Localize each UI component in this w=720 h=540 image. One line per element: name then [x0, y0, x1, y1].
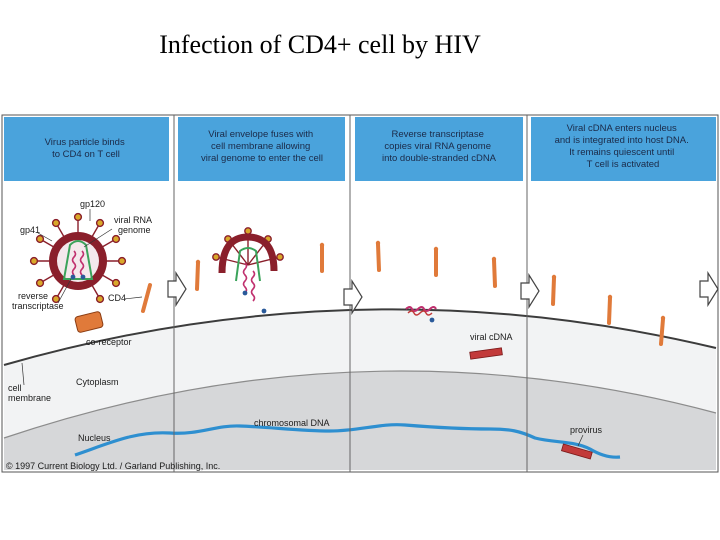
caption-box-1 [4, 117, 169, 181]
step-arrow-2 [343, 278, 363, 316]
caption-3: Reverse transcriptase copies viral RNA g… [382, 129, 497, 164]
provirus [560, 443, 593, 460]
fusion-rt-dot-2 [261, 308, 267, 314]
label-cd4: CD4 [108, 293, 126, 303]
label-viral-rna: viral RNA genome [114, 215, 154, 235]
label-provirus: provirus [570, 425, 603, 435]
fusing-virus [212, 227, 284, 314]
label-cell-membrane-line-1: cell [8, 383, 22, 393]
caption-box-4 [531, 117, 716, 181]
caption-4: Viral cDNA enters nucleus and is integra… [555, 123, 692, 170]
label-viral-rna-line-1: viral RNA [114, 215, 152, 225]
fusion-envelope [218, 233, 278, 274]
label-gp41: gp41 [20, 225, 40, 235]
virus-particle [29, 212, 127, 304]
caption-3-line-3: into double-stranded cDNA [382, 153, 497, 164]
step-arrow-3 [520, 272, 540, 310]
caption-2: Viral envelope fuses with cell membrane … [201, 129, 323, 164]
caption-boxes [4, 117, 716, 181]
caption-1-line-2: to CD4 on T cell [52, 149, 120, 160]
label-reverse-transcriptase-line-1: reverse [18, 291, 48, 301]
nuclear-envelope [3, 370, 717, 439]
fusion-rna-1 [242, 262, 248, 294]
chromosomal-dna [74, 423, 621, 459]
reverse-transcription [405, 306, 503, 360]
viral-rna-1 [71, 250, 77, 276]
viral-rna-2 [79, 250, 85, 276]
label-chromosomal-dna: chromosomal DNA [254, 418, 330, 428]
rna-cdna-hybrid [405, 306, 437, 312]
caption-4-line-4: T cell is activated [587, 159, 660, 170]
copyright-notice: © 1997 Current Biology Ltd. / Garland Pu… [6, 461, 220, 471]
caption-box-3 [355, 117, 523, 181]
label-cytoplasm: Cytoplasm [76, 377, 119, 387]
caption-2-line-3: viral genome to enter the cell [201, 153, 323, 164]
fusion-capsid [235, 247, 261, 282]
label-reverse-transcriptase: reverse transcriptase [12, 291, 64, 311]
label-nucleus: Nucleus [78, 433, 111, 443]
captions: Virus particle binds to CD4 on T cell Vi… [45, 123, 692, 170]
caption-4-line-1: Viral cDNA enters nucleus [567, 123, 677, 134]
cdna-strand-draft [407, 310, 433, 316]
nucleus-region [4, 371, 716, 470]
label-viral-rna-line-2: genome [118, 225, 151, 235]
diagram-labels: gp120 viral RNA genome gp41 reverse tran… [8, 199, 603, 447]
step-arrows [167, 270, 719, 316]
hiv-infection-diagram: Virus particle binds to CD4 on T cell Vi… [1, 114, 719, 473]
caption-2-line-2: cell membrane allowing [211, 141, 310, 152]
reverse-transcriptase-dot-1 [70, 274, 76, 280]
label-co-receptor: co-receptor [86, 337, 132, 347]
label-viral-cdna: viral cDNA [470, 332, 513, 342]
caption-3-line-1: Reverse transcriptase [391, 129, 483, 140]
step-arrow-4 [699, 270, 719, 308]
step-arrow-1 [167, 270, 187, 308]
caption-4-line-3: It remains quiescent until [569, 147, 674, 158]
reverse-transcriptase-dot-2 [80, 274, 86, 280]
label-reverse-transcriptase-line-2: transcriptase [12, 301, 64, 311]
fusion-rt-dot-1 [242, 290, 248, 296]
viral-cdna [469, 347, 503, 360]
fusion-rna-2 [250, 270, 256, 302]
cell-membrane [3, 308, 717, 366]
page-title: Infection of CD4+ cell by HIV [159, 30, 481, 59]
caption-box-2 [178, 117, 345, 181]
caption-4-line-2: and is integrated into host DNA. [555, 135, 689, 146]
cd4-receptors [141, 242, 665, 346]
viral-capsid [62, 240, 94, 280]
caption-3-line-2: copies viral RNA genome [384, 141, 491, 152]
cd4-receptor-heads [195, 240, 666, 321]
label-cell-membrane: cell membrane [8, 383, 51, 403]
caption-1: Virus particle binds to CD4 on T cell [45, 137, 128, 160]
co-receptor [74, 311, 104, 333]
transcription-rt-dot [429, 317, 435, 323]
label-gp120: gp120 [80, 199, 105, 209]
label-cell-membrane-line-2: membrane [8, 393, 51, 403]
caption-1-line-1: Virus particle binds [45, 137, 125, 148]
caption-2-line-1: Viral envelope fuses with [208, 129, 313, 140]
viral-interior [57, 240, 99, 282]
